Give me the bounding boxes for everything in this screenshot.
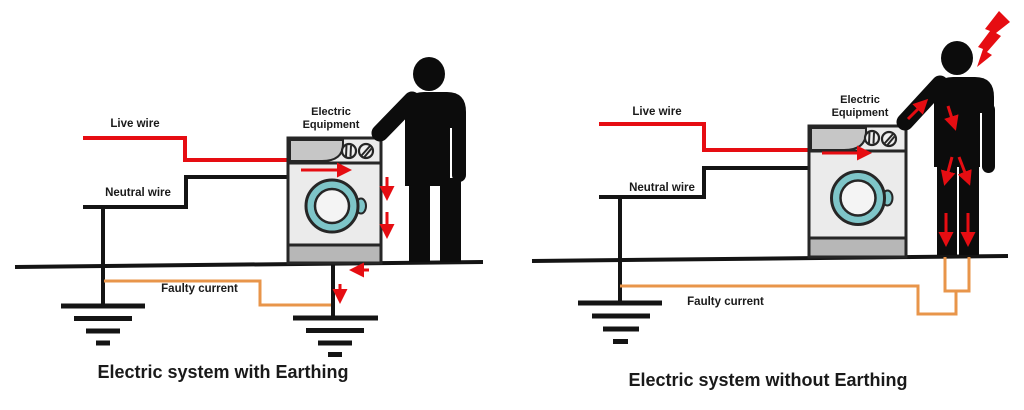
earth-symbol-supply-right — [578, 300, 662, 344]
person-right — [896, 11, 1010, 255]
electric-equipment-right — [807, 124, 908, 259]
detergent-drawer-icon — [289, 139, 344, 162]
knob-icon — [863, 129, 881, 147]
live-wire-left — [83, 136, 290, 162]
equipment-label-line1: Electric — [840, 94, 880, 106]
neutral-wire-label-left: Neutral wire — [105, 187, 171, 199]
current-arrows-right — [822, 98, 976, 247]
knob-icon — [357, 142, 375, 160]
caption-right: Electric system without Earthing — [628, 370, 908, 390]
equipment-label-right: Electric Equipment — [822, 94, 898, 119]
left-diagram — [14, 57, 484, 357]
person-left — [371, 57, 466, 262]
washer-door-icon — [304, 178, 367, 234]
faulty-current-wire-right — [620, 257, 971, 316]
equipment-label-line2: Equipment — [302, 118, 360, 131]
current-arrows-left — [301, 162, 395, 304]
equipment-label-line2: Equipment — [831, 106, 889, 119]
live-wire-label-right: Live wire — [632, 106, 682, 118]
faulty-current-wire-left — [104, 279, 331, 307]
live-wire-label-left: Live wire — [110, 118, 160, 130]
earth-symbol-supply-left — [61, 303, 145, 346]
neutral-wire-left — [83, 175, 290, 209]
equipment-label-line1: Electric — [311, 106, 351, 118]
electric-equipment-left — [286, 136, 383, 265]
ground-line-right — [531, 254, 1009, 263]
knob-icon — [340, 142, 358, 160]
ground-line-left — [14, 260, 484, 269]
earth-symbol-equipment-left — [293, 315, 378, 357]
faulty-current-label-right: Faulty current — [687, 296, 764, 308]
person-head — [941, 41, 973, 75]
equipment-label-left: Electric Equipment — [293, 106, 369, 131]
neutral-wire-right — [599, 166, 811, 199]
knob-icon — [880, 130, 898, 148]
detergent-drawer-icon — [810, 127, 867, 151]
live-wire-right — [599, 122, 811, 152]
neutral-wire-label-right: Neutral wire — [629, 182, 695, 194]
faulty-current-label-left: Faulty current — [161, 283, 238, 295]
person-head — [413, 57, 445, 91]
washer-door-icon — [830, 170, 894, 226]
right-diagram — [531, 11, 1010, 344]
electric-shock-bolt-icon — [977, 11, 1010, 67]
caption-left: Electric system with Earthing — [97, 362, 349, 382]
